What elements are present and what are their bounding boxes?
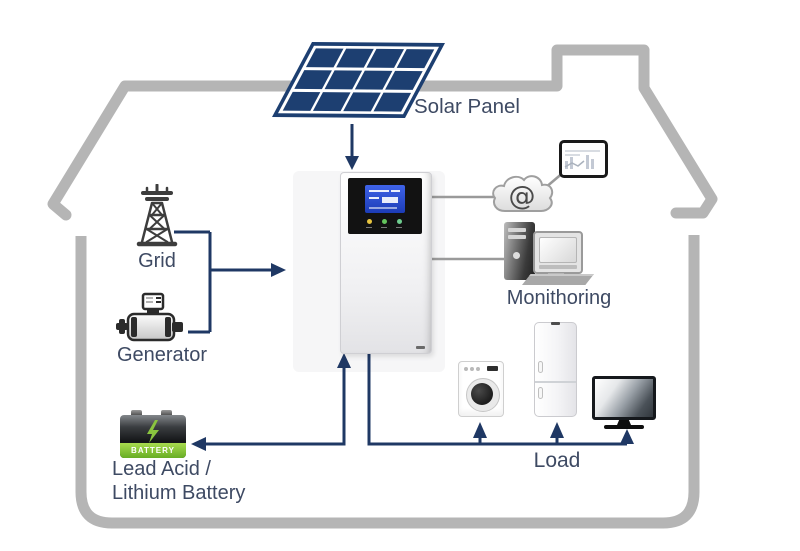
lcd-glyph [382, 197, 398, 203]
inverter [340, 172, 432, 354]
keyboard-icon [522, 274, 594, 285]
arrowhead-to-inverter-top [345, 156, 359, 170]
battery-body: BATTERY [120, 415, 186, 458]
arrowhead-to-fridge [550, 422, 564, 438]
wire-grid-generator-to-inverter [174, 230, 272, 334]
tv-icon [592, 376, 656, 420]
monitor-icon [533, 231, 583, 274]
lcd-glyph [369, 190, 389, 192]
house-walls [75, 235, 700, 529]
tv-neck [617, 420, 631, 425]
fridge-vent [551, 322, 560, 325]
arrowhead-to-tv [620, 429, 634, 444]
tablet-icon [559, 140, 608, 178]
display-marking [366, 227, 372, 228]
cloud-icon: @ [492, 175, 554, 212]
lcd-glyph [391, 190, 400, 192]
arrowhead-to-washer [473, 422, 487, 438]
solar-panel-label: Solar Panel [414, 95, 520, 118]
battery-terminal [161, 410, 172, 418]
inverter-led-green [382, 219, 387, 224]
display-marking [396, 227, 402, 228]
generator-icon [116, 292, 183, 342]
drive-bay [508, 235, 526, 239]
monitoring-label: Monithoring [506, 287, 612, 309]
washer-detergent-slot [487, 366, 498, 371]
washer-knob [476, 367, 480, 371]
display-marking [381, 227, 387, 228]
monitor-screen [539, 237, 577, 263]
lcd-glyph [369, 197, 379, 199]
generator-label: Generator [116, 344, 208, 366]
arrowhead-to-battery [191, 437, 206, 451]
load-label: Load [533, 449, 581, 472]
at-symbol: @ [509, 181, 536, 212]
wire-inverter-to-battery [205, 367, 346, 446]
drive-bay [508, 228, 526, 232]
tv-base [604, 425, 644, 429]
monitor-controls [539, 265, 577, 269]
battery-terminal [131, 410, 142, 418]
arrowhead-to-inverter-left [271, 263, 286, 277]
battery-label-line2: Lithium Battery [112, 482, 246, 504]
battery-label: Lead Acid / Lithium Battery [112, 457, 245, 505]
battery-label-line1: Lead Acid / [112, 458, 211, 480]
fridge-handle [538, 361, 543, 373]
battery-badge: BATTERY [120, 443, 186, 458]
refrigerator-icon [534, 322, 577, 417]
lcd-glyph [369, 207, 397, 209]
washer-knob [464, 367, 468, 371]
inverter-lcd-screen [365, 185, 405, 213]
inverter-vent [416, 346, 425, 349]
grid-tower-icon [136, 184, 178, 247]
grid-label: Grid [138, 250, 176, 272]
fridge-door-divider [535, 381, 576, 383]
arrowhead-to-inverter-bottom [337, 353, 351, 368]
solar-panel-icon [272, 42, 445, 118]
washer-knob [470, 367, 474, 371]
fridge-handle [538, 387, 543, 399]
washer-drum [471, 383, 493, 405]
washing-machine-icon [458, 361, 504, 417]
inverter-display-panel [348, 178, 422, 234]
wire-inverter-to-load [367, 352, 627, 446]
lightning-bolt-icon [147, 420, 159, 443]
washer-door [466, 378, 500, 412]
computer-tower-icon [504, 222, 535, 280]
house-roof-chimney [47, 44, 718, 221]
tablet-chart [564, 150, 600, 169]
power-button [513, 252, 520, 259]
inverter-led-green [397, 219, 402, 224]
inverter-led-yellow [367, 219, 372, 224]
battery-icon: BATTERY [120, 410, 186, 458]
